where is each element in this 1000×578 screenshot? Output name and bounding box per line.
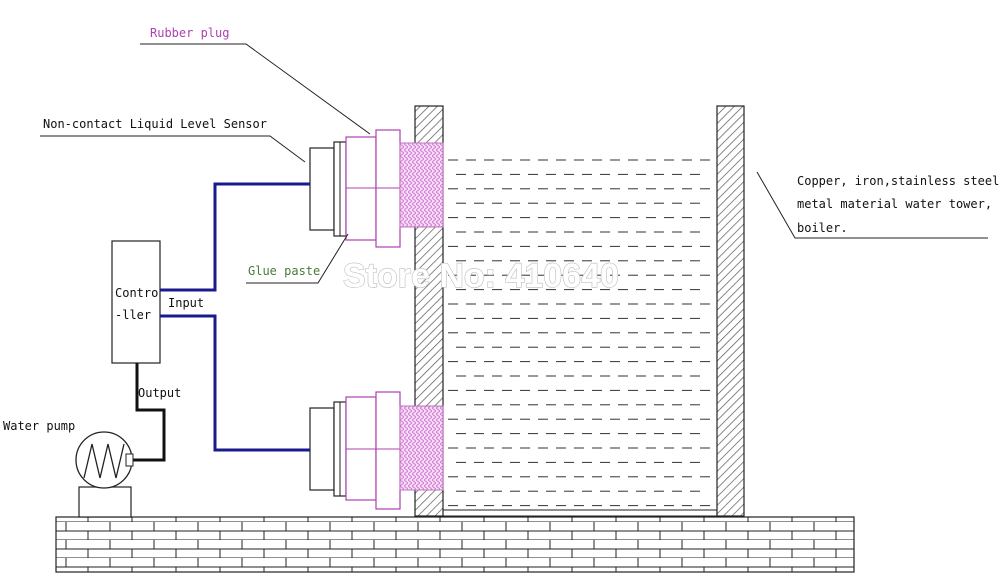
controller-box: Contro -ller (111, 240, 161, 364)
material-label-line2: metal material water tower, (797, 197, 992, 211)
controller-label-line2: -ller (115, 308, 151, 322)
water-tank (414, 105, 745, 517)
water-pump (75, 431, 134, 518)
upper-sensor-wire (160, 182, 310, 292)
output-wire (132, 363, 166, 462)
rubber-plug-label: Rubber plug (150, 26, 229, 40)
pump-zigzag-icon (83, 443, 125, 479)
water-pump-label: Water pump (3, 419, 75, 433)
upper-sensor (309, 129, 444, 248)
water-surface-lines (448, 159, 710, 507)
leader-lines (40, 43, 988, 284)
controller-label-line1: Contro (115, 286, 158, 300)
sensor-label: Non-contact Liquid Level Sensor (43, 117, 267, 131)
output-label: Output (138, 386, 181, 400)
material-label-line1: Copper, iron,stainless steel (797, 174, 999, 188)
brick-foundation (55, 516, 855, 573)
store-watermark: Store No: 410640 (343, 257, 619, 295)
glue-paste-label: Glue paste (248, 264, 320, 278)
lower-sensor-wire (160, 314, 310, 452)
lower-thread (399, 405, 444, 491)
input-wires (160, 182, 310, 452)
upper-thread (399, 142, 444, 228)
tank-right-wall (716, 105, 745, 517)
material-label-line3: boiler. (797, 221, 848, 235)
lower-sensor (309, 391, 444, 510)
input-label: Input (168, 296, 204, 310)
